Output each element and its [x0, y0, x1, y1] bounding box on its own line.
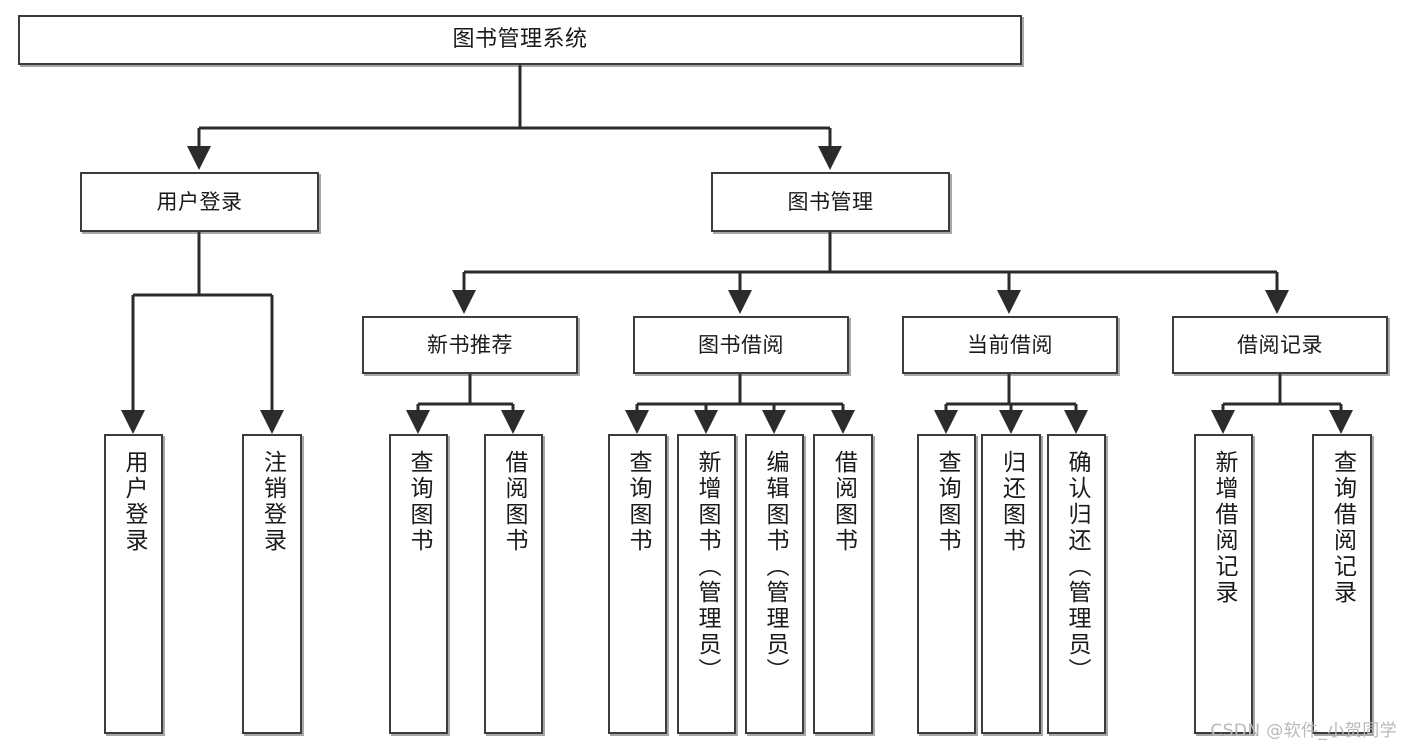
- node-root-label: 图书管理系统: [452, 27, 588, 53]
- node-book-management[interactable]: 图书管理: [711, 172, 950, 232]
- node-leaf-query-book-3[interactable]: 查询图书: [917, 434, 976, 734]
- node-new-book-recommend-label: 新书推荐: [427, 332, 513, 357]
- node-leaf-user-login[interactable]: 用户登录: [104, 434, 163, 734]
- node-book-borrow-label: 图书借阅: [698, 332, 784, 357]
- node-leaf-edit-book[interactable]: 编辑图书（管理员）: [745, 434, 804, 734]
- node-borrow-record[interactable]: 借阅记录: [1172, 316, 1388, 374]
- node-leaf-return-book-label: 归还图书: [998, 450, 1025, 554]
- node-book-management-label: 图书管理: [787, 189, 874, 214]
- node-leaf-confirm-return[interactable]: 确认归还（管理员）: [1047, 434, 1106, 734]
- node-leaf-borrow-book-1[interactable]: 借阅图书: [484, 434, 543, 734]
- node-leaf-add-book[interactable]: 新增图书（管理员）: [677, 434, 736, 734]
- node-leaf-query-record[interactable]: 查询借阅记录: [1312, 434, 1372, 734]
- node-current-borrow-label: 当前借阅: [967, 332, 1053, 357]
- node-leaf-query-book-2[interactable]: 查询图书: [608, 434, 667, 734]
- node-user-login-label: 用户登录: [156, 189, 243, 214]
- node-leaf-user-login-label: 用户登录: [121, 450, 147, 554]
- node-borrow-record-label: 借阅记录: [1237, 332, 1323, 357]
- node-leaf-add-record[interactable]: 新增借阅记录: [1194, 434, 1253, 734]
- node-leaf-borrow-book-1-label: 借阅图书: [501, 450, 527, 554]
- node-user-login[interactable]: 用户登录: [80, 172, 319, 232]
- node-leaf-user-logout-label: 注销登录: [259, 450, 286, 554]
- node-book-borrow[interactable]: 图书借阅: [633, 316, 849, 374]
- node-leaf-borrow-book-2-label: 借阅图书: [830, 450, 857, 554]
- node-leaf-confirm-return-label: 确认归还（管理员）: [1064, 450, 1090, 684]
- node-new-book-recommend[interactable]: 新书推荐: [362, 316, 578, 374]
- node-leaf-query-book-2-label: 查询图书: [625, 450, 651, 554]
- node-leaf-query-book-1[interactable]: 查询图书: [389, 434, 448, 734]
- csdn-watermark: CSDN @软件_小贺同学: [1210, 721, 1397, 741]
- node-leaf-user-logout[interactable]: 注销登录: [242, 434, 302, 734]
- node-leaf-query-book-3-label: 查询图书: [934, 450, 960, 554]
- node-current-borrow[interactable]: 当前借阅: [902, 316, 1118, 374]
- node-leaf-return-book[interactable]: 归还图书: [981, 434, 1041, 734]
- node-leaf-add-book-label: 新增图书（管理员）: [694, 450, 720, 684]
- node-root[interactable]: 图书管理系统: [18, 15, 1022, 65]
- node-leaf-query-record-label: 查询借阅记录: [1329, 450, 1356, 606]
- node-leaf-borrow-book-2[interactable]: 借阅图书: [813, 434, 873, 734]
- node-leaf-edit-book-label: 编辑图书（管理员）: [762, 450, 788, 684]
- node-leaf-add-record-label: 新增借阅记录: [1211, 450, 1237, 606]
- node-leaf-query-book-1-label: 查询图书: [406, 450, 432, 554]
